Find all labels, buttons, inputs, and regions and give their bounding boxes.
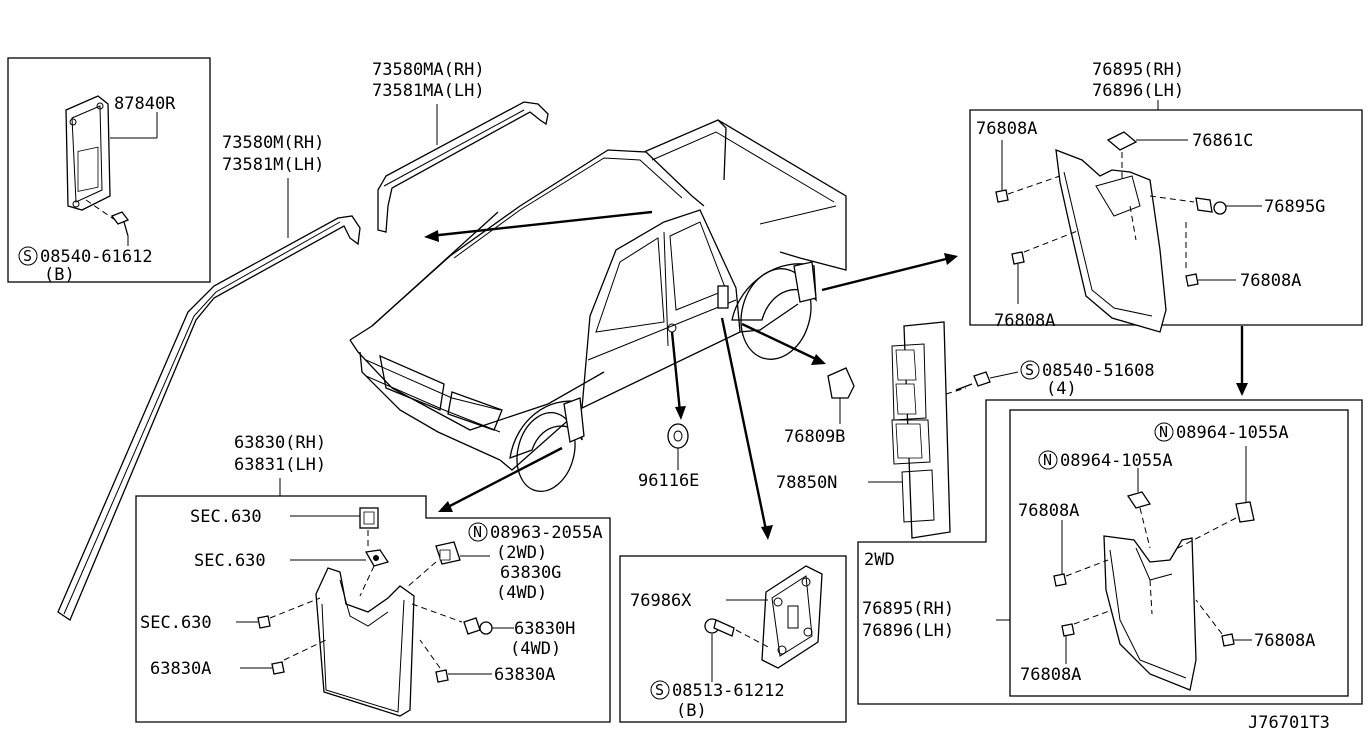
screw-symbol-08540-51608 [1020, 360, 1040, 380]
label-08540-61612-qty: (B) [44, 265, 75, 285]
label-73581ma: 73581MA(LH) [372, 81, 485, 101]
label-78850n: 78850N [776, 473, 837, 493]
screw-76808a-3 [1011, 251, 1025, 304]
nut-mark-1: N [473, 523, 482, 541]
label-08540-61612: 08540-61612 [40, 247, 153, 267]
clip-76895g [1195, 197, 1262, 215]
pointer-arrows [424, 210, 1248, 540]
clip-sec630-1 [290, 507, 379, 529]
screw-76808a-2 [1185, 273, 1236, 287]
clip-sec630-2 [290, 549, 390, 567]
label-sec630-3: SEC.630 [140, 613, 212, 633]
grommet-76809b [827, 367, 855, 424]
label-76986x: 76986X [630, 591, 692, 611]
diagram-id: J76701T3 [1248, 713, 1330, 733]
box-license-lamp [7, 57, 211, 283]
clip-08964-1055a-2 [1126, 468, 1152, 509]
screw-63830a-2 [435, 669, 492, 683]
box-bracket [619, 555, 847, 723]
screw-76808a-6 [1221, 633, 1252, 647]
label-08513-61212-qty: (B) [676, 701, 707, 721]
screw-mark-3: S [655, 681, 664, 699]
label-76896-top: 76896(LH) [1092, 81, 1184, 101]
nut-mark-3: N [1043, 451, 1052, 469]
label-63831: 63831(LH) [234, 455, 326, 475]
label-76861c: 76861C [1192, 131, 1253, 151]
label-63830: 63830(RH) [234, 433, 326, 453]
screw-sec630-3 [236, 615, 271, 629]
screw-76808a-4 [1053, 520, 1067, 587]
clip-63830g [435, 541, 490, 565]
bracket-76986x [726, 565, 823, 669]
label-63830a-2: 63830A [494, 665, 555, 685]
label-76808a-1: 76808A [976, 119, 1037, 139]
screw-symbol-08540-61612 [18, 246, 38, 266]
screw-mark-2: S [1025, 361, 1034, 379]
nut-mark-2: N [1159, 423, 1168, 441]
front-mudguard-part [315, 567, 415, 717]
label-76808a-4: 76808A [1018, 501, 1079, 521]
grommet-96116e [667, 423, 689, 470]
label-73580ma: 73580MA(RH) [372, 60, 485, 80]
label-08964-1055a-1: 08964-1055A [1176, 423, 1289, 443]
screw-08540-51608 [955, 371, 1019, 391]
label-96116e: 96116E [638, 471, 699, 491]
panel-78850n [868, 321, 951, 539]
nut-symbol-08963-2055a [468, 522, 488, 542]
box-rear-mudguard [969, 109, 1363, 326]
nut-symbol-08964-1055a-2 [1038, 450, 1058, 470]
screw-76808a-5 [1061, 623, 1075, 664]
screw-08540-61612 [110, 211, 130, 237]
label-73581m: 73581M(LH) [222, 155, 324, 175]
rear-mudguard-part [1055, 149, 1167, 333]
label-08964-1055a-2: 08964-1055A [1060, 451, 1173, 471]
label-76808a-5: 76808A [1020, 665, 1081, 685]
clip-08964-1055a-1 [1235, 446, 1255, 523]
box-2wd-outer [857, 399, 1363, 705]
mudguard-2wd-part [1103, 535, 1197, 691]
label-76895-bot: 76895(RH) [862, 599, 954, 619]
label-63830g: 63830G [500, 563, 561, 583]
label-sec630-1: SEC.630 [190, 507, 262, 527]
label-sec630-2: SEC.630 [194, 551, 266, 571]
label-87840r: 87840R [114, 94, 176, 114]
label-76809b: 76809B [784, 427, 845, 447]
box-front-mudguard [135, 495, 611, 723]
label-63830a-1: 63830A [150, 659, 211, 679]
label-08513-61212: 08513-61212 [672, 681, 785, 701]
label-4wd-note-1: (4WD) [496, 583, 547, 603]
label-63830h: 63830H [514, 619, 575, 639]
license-lamp-87840r [65, 95, 111, 211]
screw-mark-1: S [23, 247, 32, 265]
pickup-truck-illustration [349, 119, 847, 492]
label-08540-51608: 08540-51608 [1042, 361, 1155, 381]
label-08963-2055a: 08963-2055A [490, 523, 603, 543]
clip-76861c [1106, 131, 1188, 151]
label-2wd-box: 2WD [864, 550, 895, 570]
label-73580m: 73580M(RH) [222, 133, 324, 153]
label-76895g: 76895G [1264, 197, 1325, 217]
screw-63830a-1 [240, 661, 285, 675]
roof-molding-73580m [57, 215, 361, 621]
clip-63830h [463, 617, 514, 635]
nut-symbol-08964-1055a-1 [1154, 422, 1174, 442]
label-76808a-6: 76808A [1254, 631, 1315, 651]
label-2wd-note: (2WD) [496, 543, 547, 563]
roof-molding-73580ma [377, 101, 549, 233]
label-76896-bot: 76896(LH) [862, 621, 954, 641]
label-76808a-3: 76808A [994, 311, 1055, 331]
screw-08513-61212 [704, 618, 735, 682]
label-08540-51608-qty: (4) [1046, 379, 1077, 399]
label-76808a-2: 76808A [1240, 271, 1301, 291]
label-76895-top: 76895(RH) [1092, 60, 1184, 80]
screw-symbol-08513-61212 [650, 680, 670, 700]
screw-76808a-1 [995, 140, 1009, 203]
label-4wd-note-2: (4WD) [510, 639, 561, 659]
box-2wd-inner [1009, 409, 1349, 697]
